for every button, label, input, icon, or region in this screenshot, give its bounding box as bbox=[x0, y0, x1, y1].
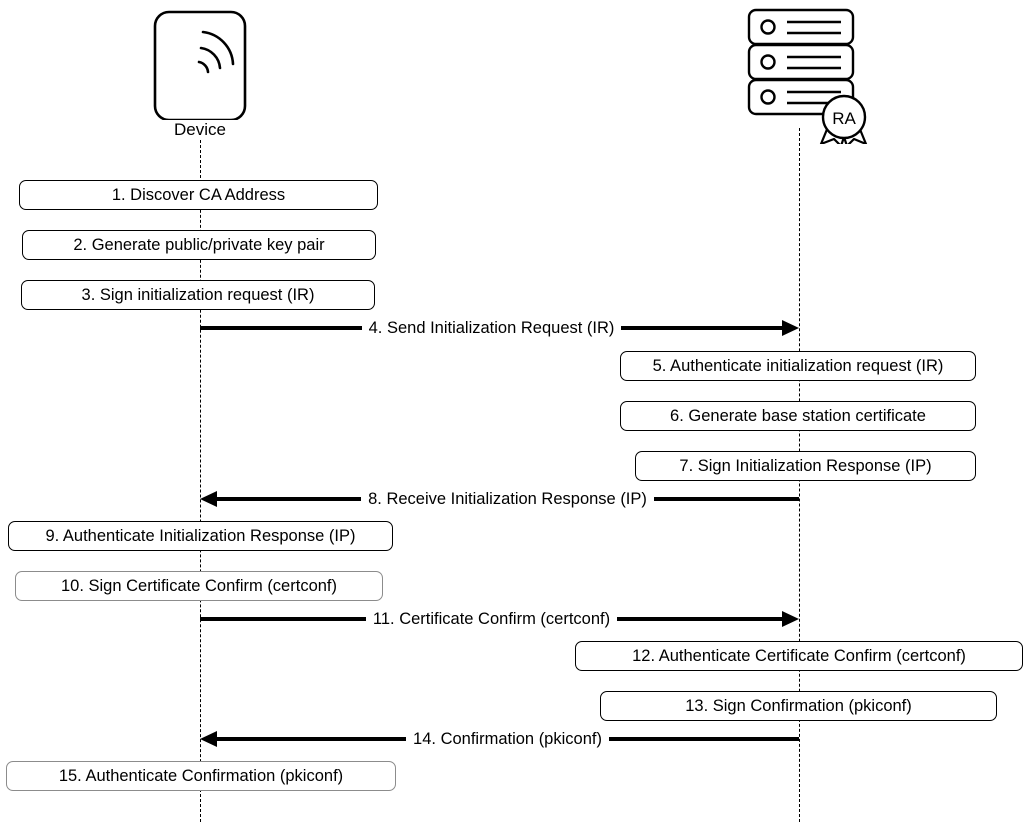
message-11-line-left bbox=[200, 617, 366, 621]
lifeline-device bbox=[200, 140, 201, 822]
step-box-1[interactable]: 1. Discover CA Address bbox=[19, 180, 378, 210]
step-box-1-label: 1. Discover CA Address bbox=[111, 186, 286, 204]
message-14-line-right bbox=[608, 737, 800, 741]
step-box-3[interactable]: 3. Sign initialization request (IR) bbox=[21, 280, 375, 310]
actor-ra[interactable]: RA bbox=[735, 4, 870, 144]
arrowhead-right-icon bbox=[782, 320, 800, 336]
step-box-13[interactable]: 13. Sign Confirmation (pkiconf) bbox=[600, 691, 997, 721]
message-14-label: 14. Confirmation (pkiconf) bbox=[406, 730, 609, 748]
certificate-badge-seal bbox=[821, 94, 867, 140]
step-box-15[interactable]: 15. Authenticate Confirmation (pkiconf) bbox=[6, 761, 396, 791]
message-11-label: 11. Certificate Confirm (certconf) bbox=[365, 610, 618, 628]
actor-device-label: Device bbox=[174, 120, 226, 139]
message-11-line-right bbox=[617, 617, 783, 621]
message-8-ra-to-device[interactable]: 8. Receive Initialization Response (IP) bbox=[200, 484, 799, 514]
message-4-device-to-ra[interactable]: 4. Send Initialization Request (IR) bbox=[200, 313, 800, 343]
message-8-line-right bbox=[653, 497, 799, 501]
message-4-line-right bbox=[621, 326, 784, 330]
step-box-10-label: 10. Sign Certificate Confirm (certconf) bbox=[60, 577, 337, 595]
device-wireless-icon bbox=[153, 10, 247, 120]
step-box-12[interactable]: 12. Authenticate Certificate Confirm (ce… bbox=[575, 641, 1023, 671]
step-box-6[interactable]: 6. Generate base station certificate bbox=[620, 401, 976, 431]
step-box-7[interactable]: 7. Sign Initialization Response (IP) bbox=[635, 451, 976, 481]
arrowhead-right-icon bbox=[782, 611, 799, 627]
message-14-line-left bbox=[216, 737, 407, 741]
message-8-label: 8. Receive Initialization Response (IP) bbox=[361, 490, 654, 508]
step-box-12-label: 12. Authenticate Certificate Confirm (ce… bbox=[632, 647, 966, 665]
step-box-6-label: 6. Generate base station certificate bbox=[670, 407, 926, 425]
message-4-line-left bbox=[200, 326, 362, 330]
step-box-2-label: 2. Generate public/private key pair bbox=[73, 236, 325, 254]
actor-device[interactable]: Device bbox=[140, 8, 260, 140]
message-14-ra-to-device[interactable]: 14. Confirmation (pkiconf) bbox=[200, 724, 800, 754]
ra-badge-label: RA bbox=[832, 109, 856, 128]
step-box-10[interactable]: 10. Sign Certificate Confirm (certconf) bbox=[15, 571, 383, 601]
step-box-13-label: 13. Sign Confirmation (pkiconf) bbox=[685, 697, 912, 715]
step-box-3-label: 3. Sign initialization request (IR) bbox=[81, 286, 315, 304]
message-4-label: 4. Send Initialization Request (IR) bbox=[361, 319, 622, 337]
arrowhead-left-icon bbox=[200, 491, 217, 507]
step-box-5[interactable]: 5. Authenticate initialization request (… bbox=[620, 351, 976, 381]
message-11-device-to-ra[interactable]: 11. Certificate Confirm (certconf) bbox=[200, 604, 799, 634]
step-box-5-label: 5. Authenticate initialization request (… bbox=[652, 357, 944, 375]
step-box-15-label: 15. Authenticate Confirmation (pkiconf) bbox=[58, 767, 344, 785]
step-box-9-label: 9. Authenticate Initialization Response … bbox=[45, 527, 356, 545]
server-stack-icon: RA bbox=[747, 8, 868, 144]
step-box-7-label: 7. Sign Initialization Response (IP) bbox=[679, 457, 932, 475]
message-8-line-left bbox=[216, 497, 362, 501]
arrowhead-left-icon bbox=[200, 731, 217, 747]
step-box-2[interactable]: 2. Generate public/private key pair bbox=[22, 230, 376, 260]
step-box-9[interactable]: 9. Authenticate Initialization Response … bbox=[8, 521, 393, 551]
